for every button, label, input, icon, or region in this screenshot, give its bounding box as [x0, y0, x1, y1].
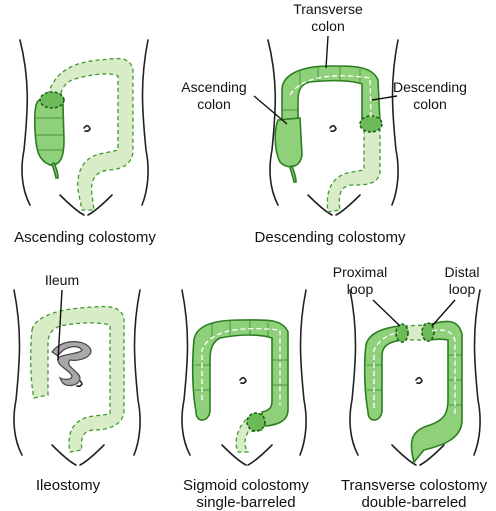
label-distal-loop-1: Distal — [444, 264, 479, 280]
leader-transverse — [325, 35, 329, 69]
distal-colon-segment — [410, 320, 463, 464]
label-ileum: Ileum — [45, 272, 79, 288]
caption-sigmoid-1: Sigmoid colostomy — [183, 477, 309, 494]
panel-sigmoid-colostomy: Sigmoid colostomy single-barreled — [181, 289, 309, 511]
stoma-ascending — [39, 91, 65, 109]
stoma-descending — [359, 115, 383, 133]
stoma-distal-loop — [421, 322, 435, 342]
removed-entire-colon — [30, 305, 125, 453]
leader-proximal — [372, 299, 401, 327]
appendix — [51, 161, 59, 179]
colon-segment — [191, 319, 289, 427]
caption-sigmoid-2: single-barreled — [196, 494, 295, 511]
appendix — [289, 164, 297, 183]
label-descending-colon-1: Descending — [393, 79, 467, 95]
label-descending-colon-2: colon — [413, 96, 446, 112]
label-distal-loop-2: loop — [449, 281, 476, 297]
torso-outline — [19, 39, 149, 216]
torso-outline — [181, 289, 307, 466]
proximal-colon-segment — [363, 325, 403, 421]
navel-icon — [329, 124, 337, 133]
label-proximal-loop-1: Proximal — [333, 264, 387, 280]
torso-outline — [267, 39, 399, 216]
leader-distal — [431, 299, 456, 327]
panel-ascending-colostomy: Ascending colostomy — [14, 39, 156, 246]
caption-transverse-2: double-barreled — [361, 494, 466, 511]
label-ascending-colon-2: colon — [197, 96, 230, 112]
torso-outline — [349, 289, 481, 466]
label-transverse-colon-1: Transverse — [293, 1, 363, 17]
removed-colon-segment — [47, 57, 134, 211]
navel-icon — [239, 376, 247, 385]
panel-descending-colostomy: Transverse colon Ascending colon Descend… — [181, 1, 467, 246]
ascending-colon-segment — [274, 117, 303, 168]
removed-sigmoid-segment — [326, 129, 381, 213]
caption-ascending: Ascending colostomy — [14, 229, 156, 246]
caption-ileostomy: Ileostomy — [36, 477, 101, 494]
navel-icon — [83, 124, 91, 133]
stoma-sigmoid — [246, 412, 266, 432]
stoma-proximal-loop — [395, 323, 409, 343]
ileum — [51, 341, 92, 387]
torso-outline — [13, 289, 141, 466]
panel-transverse-colostomy: Proximal loop Distal loop Transverse col… — [333, 264, 488, 511]
leader-descending — [371, 95, 398, 101]
leader-ascending — [253, 95, 288, 125]
caption-descending: Descending colostomy — [255, 229, 406, 246]
label-proximal-loop-2: loop — [347, 281, 374, 297]
caption-transverse-1: Transverse colostomy — [341, 477, 488, 494]
leader-ileum — [57, 289, 63, 361]
panel-ileostomy: Ileum Ileostomy — [13, 272, 141, 494]
label-ascending-colon-1: Ascending — [181, 79, 246, 95]
label-transverse-colon-2: colon — [311, 18, 344, 34]
navel-icon — [415, 376, 423, 385]
